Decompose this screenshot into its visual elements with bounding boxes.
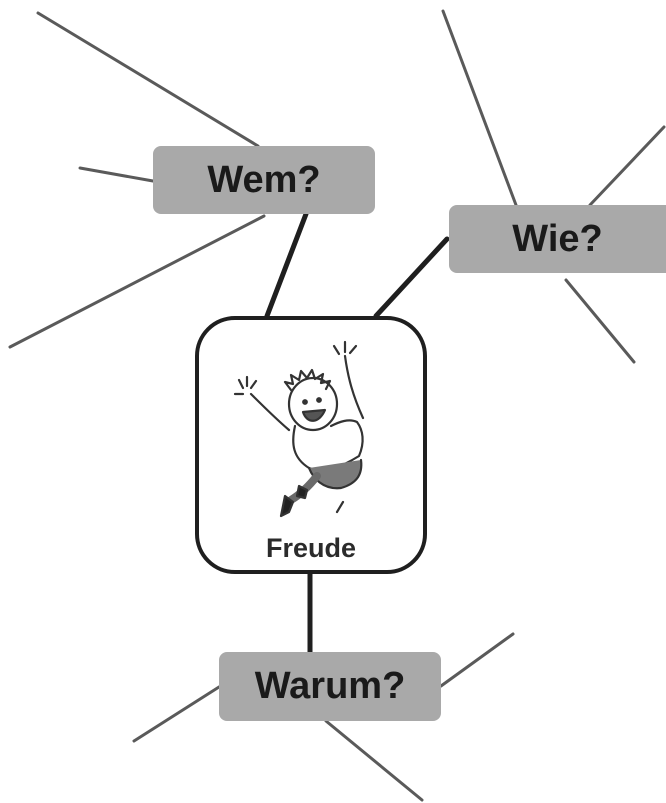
connector-wem — [264, 211, 309, 319]
branch-line-wie-3 — [564, 278, 636, 364]
question-label-warum: Warum? — [254, 665, 406, 707]
jumping-child-icon — [233, 340, 365, 518]
branch-line-wem-1 — [36, 11, 260, 148]
question-box-wie: Wie? — [449, 205, 666, 273]
branch-line-warum-2 — [439, 632, 515, 688]
branch-line-wie-2 — [588, 125, 666, 207]
question-box-warum: Warum? — [219, 652, 441, 721]
question-label-wem: Wem? — [207, 158, 321, 201]
branch-line-wem-3 — [8, 214, 266, 349]
branch-line-warum-1 — [132, 685, 221, 743]
connector-wie — [373, 236, 450, 319]
question-label-wie: Wie? — [512, 217, 603, 260]
question-box-wem: Wem? — [153, 146, 375, 214]
branch-line-wie-1 — [441, 9, 518, 207]
branch-line-warum-3 — [324, 719, 424, 802]
center-label: Freude — [265, 533, 357, 563]
center-node: Freude — [195, 316, 427, 574]
branch-line-wem-2 — [78, 166, 155, 183]
